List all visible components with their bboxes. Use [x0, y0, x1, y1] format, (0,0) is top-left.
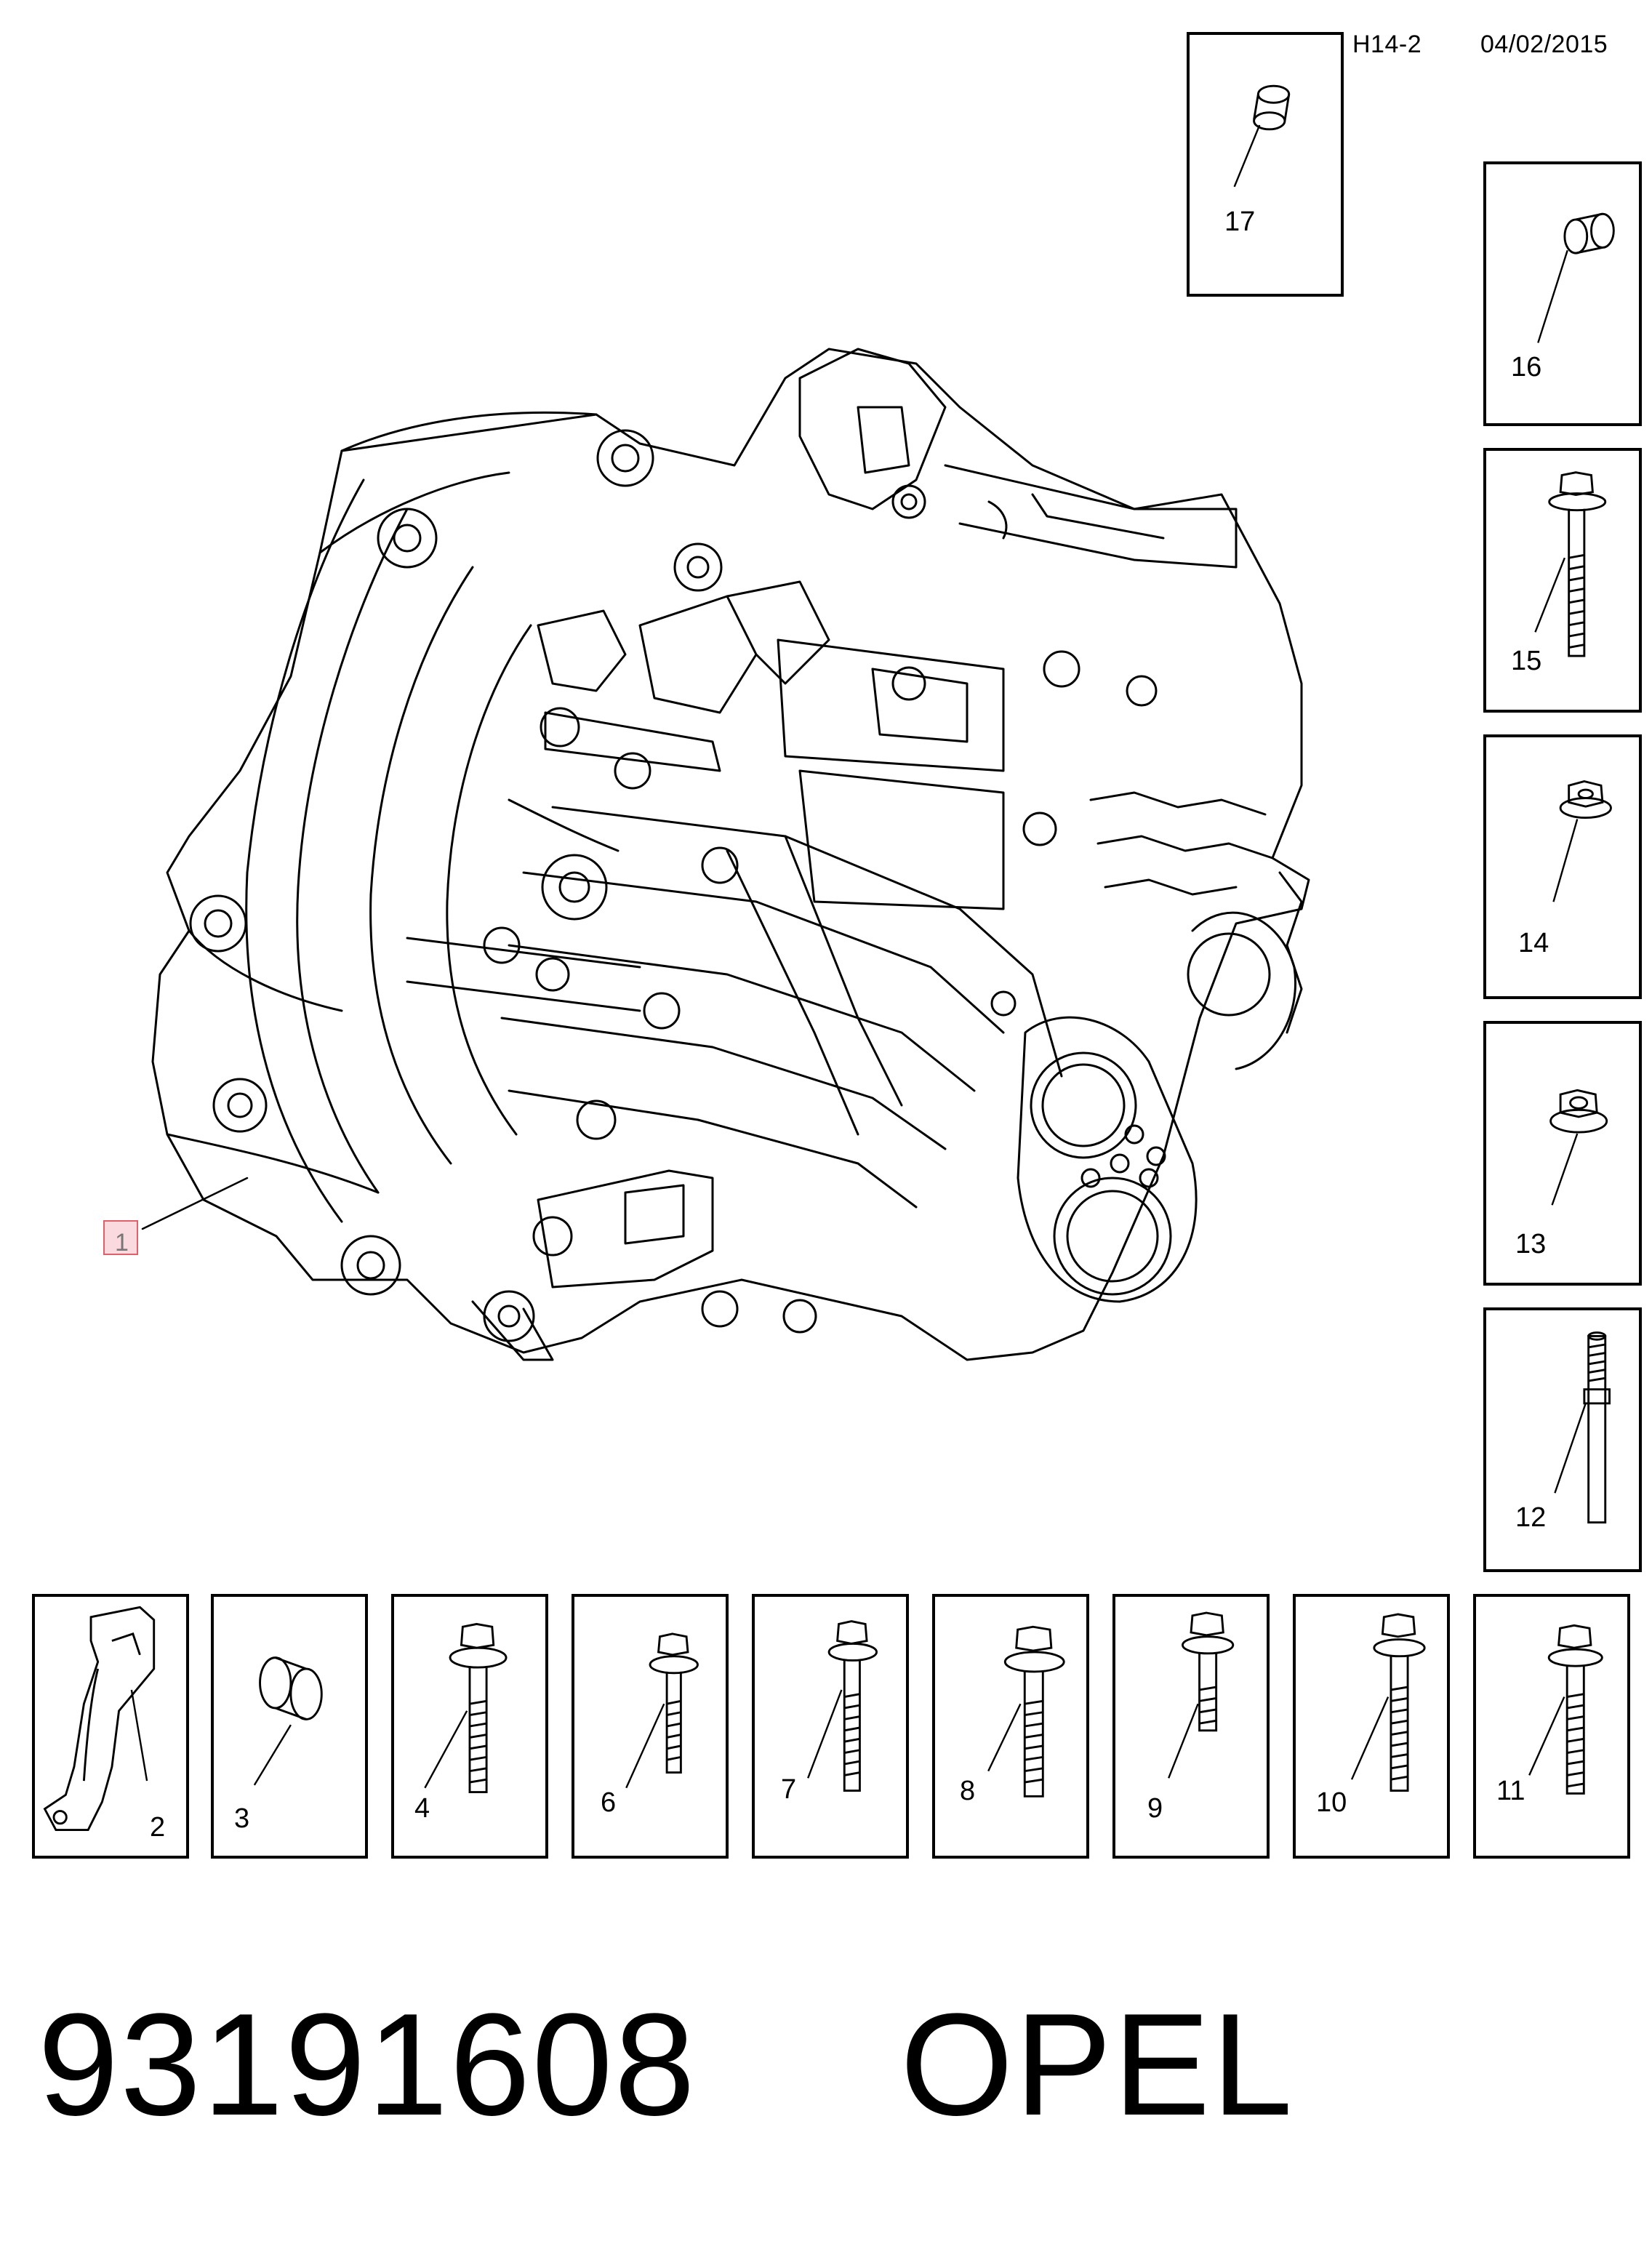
part-label: 16	[1511, 352, 1542, 382]
part-box-17[interactable]: 17	[1187, 32, 1344, 297]
stud-icon	[1554, 1331, 1611, 1524]
part-label: 10	[1316, 1787, 1347, 1818]
part-box-16[interactable]: 16	[1483, 161, 1642, 426]
flange-nut-icon	[1549, 1089, 1608, 1206]
callout-part-1-label: 1	[115, 1229, 129, 1257]
part-label: 17	[1224, 207, 1256, 237]
callout-part-1[interactable]: 1	[103, 1220, 138, 1257]
part-box-13[interactable]: 13	[1483, 1021, 1642, 1286]
part-box-3[interactable]: 3	[211, 1594, 368, 1859]
flange-nut-icon	[1552, 780, 1612, 902]
flange-bolt-icon	[807, 1620, 878, 1792]
diagram-date: 04/02/2015	[1480, 31, 1608, 58]
part-number: 93191608	[38, 1984, 697, 2146]
part-label: 11	[1496, 1776, 1525, 1806]
part-box-10[interactable]: 10	[1293, 1594, 1450, 1859]
part-box-7[interactable]: 7	[752, 1594, 909, 1859]
part-label: 2	[150, 1812, 166, 1843]
part-box-4[interactable]: 4	[391, 1594, 548, 1859]
flange-bolt-icon	[1534, 471, 1607, 657]
part-label: 3	[234, 1803, 250, 1834]
flange-bolt-icon	[625, 1632, 699, 1789]
part-box-15[interactable]: 15	[1483, 448, 1642, 713]
flange-bolt-icon	[1528, 1624, 1603, 1795]
flange-bolt-icon	[424, 1622, 508, 1793]
part-label: 6	[601, 1787, 617, 1818]
part-box-2[interactable]: 2	[32, 1594, 189, 1859]
part-label: 12	[1515, 1502, 1547, 1533]
part-box-11[interactable]: 11	[1473, 1594, 1630, 1859]
part-label: 15	[1511, 646, 1542, 676]
part-label: 14	[1518, 928, 1549, 958]
bushing-icon	[253, 1656, 323, 1786]
part-label: 13	[1515, 1229, 1547, 1259]
bracket-icon	[43, 1606, 156, 1831]
part-box-14[interactable]: 14	[1483, 734, 1642, 999]
part-label: 8	[960, 1776, 976, 1806]
part-label: 4	[414, 1793, 430, 1824]
flange-bolt-icon	[1168, 1611, 1235, 1779]
bushing-icon	[1233, 84, 1291, 188]
bushing-icon	[1537, 212, 1615, 343]
part-box-12[interactable]: 12	[1483, 1307, 1642, 1572]
part-box-8[interactable]: 8	[932, 1594, 1089, 1859]
brand-name: OPEL	[900, 1984, 1294, 2146]
diagram-code: H14-2	[1352, 31, 1422, 58]
flange-bolt-icon	[987, 1625, 1065, 1798]
part-label: 9	[1147, 1793, 1163, 1824]
flange-bolt-icon	[1350, 1613, 1426, 1792]
part-box-6[interactable]: 6	[572, 1594, 729, 1859]
part-label: 7	[781, 1774, 797, 1805]
part-box-9[interactable]: 9	[1112, 1594, 1270, 1859]
